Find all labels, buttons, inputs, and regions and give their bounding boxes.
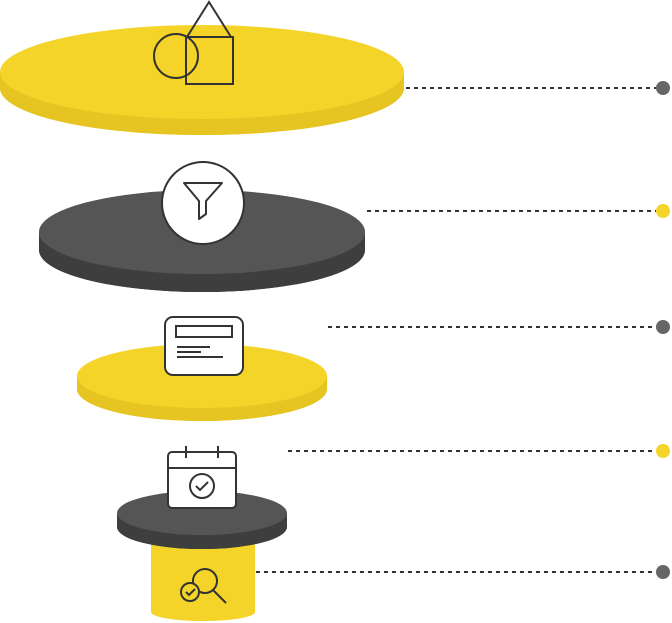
shapes-icon: [153, 0, 234, 85]
connector-5: [256, 565, 670, 579]
connector-4: [288, 444, 670, 458]
funnel-layer-1: [0, 25, 404, 135]
connector-dot-gray: [656, 565, 670, 579]
calendar-check-icon: [167, 446, 237, 509]
magnify-check-icon: [180, 568, 227, 604]
connector-2: [367, 204, 670, 218]
connector-dot-gray: [656, 81, 670, 95]
funnel-icon: [161, 161, 245, 245]
connector-dot-yellow: [656, 204, 670, 218]
funnel-layer-4: [117, 491, 287, 549]
connector-dot-gray: [656, 320, 670, 334]
document-card-icon: [164, 316, 244, 376]
connector-3: [328, 320, 670, 334]
connector-dot-yellow: [656, 444, 670, 458]
connector-1: [406, 81, 670, 95]
funnel-layer-2: [39, 190, 365, 292]
